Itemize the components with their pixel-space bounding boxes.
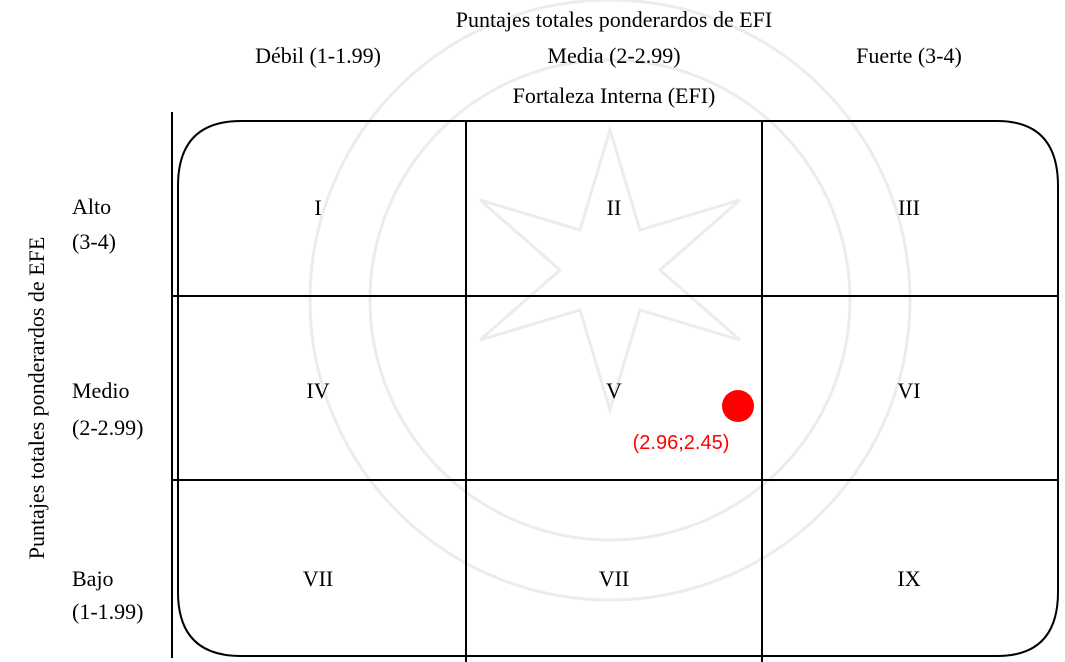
column-label-media: Media (2-2.99)	[547, 43, 680, 68]
cell-3: III	[898, 195, 920, 220]
cell-9: IX	[897, 566, 920, 591]
cell-1: I	[314, 195, 321, 220]
efe-axis-label: Puntajes totales ponderardos de EFE	[24, 237, 49, 560]
row-label-alto-line2: (3-4)	[72, 229, 116, 254]
row-label-bajo-line1: Bajo	[72, 566, 114, 591]
row-label-medio-line1: Medio	[72, 378, 129, 403]
efi-subtitle: Fortaleza Interna (EFI)	[513, 83, 716, 108]
row-label-bajo: Bajo (1-1.99)	[72, 566, 143, 624]
position-marker-label: (2.96;2.45)	[633, 432, 730, 454]
row-label-medio-line2: (2-2.99)	[72, 415, 143, 440]
cell-7: VII	[303, 566, 334, 591]
cell-4: IV	[306, 378, 329, 403]
cell-5: V	[606, 378, 622, 403]
watermark-seal	[308, 0, 912, 602]
cell-8: VII	[599, 566, 630, 591]
row-label-medio: Medio (2-2.99)	[72, 378, 143, 440]
cell-2: II	[607, 195, 622, 220]
row-label-alto-line1: Alto	[72, 194, 111, 219]
column-label-debil: Débil (1-1.99)	[255, 43, 381, 68]
matrix-frame	[177, 120, 1059, 657]
column-label-fuerte: Fuerte (3-4)	[856, 43, 962, 68]
position-marker-dot	[722, 390, 754, 422]
efi-title: Puntajes totales ponderardos de EFI	[456, 7, 773, 32]
cell-6: VI	[897, 378, 920, 403]
row-label-bajo-line2: (1-1.99)	[72, 599, 143, 624]
row-label-alto: Alto (3-4)	[72, 194, 117, 254]
